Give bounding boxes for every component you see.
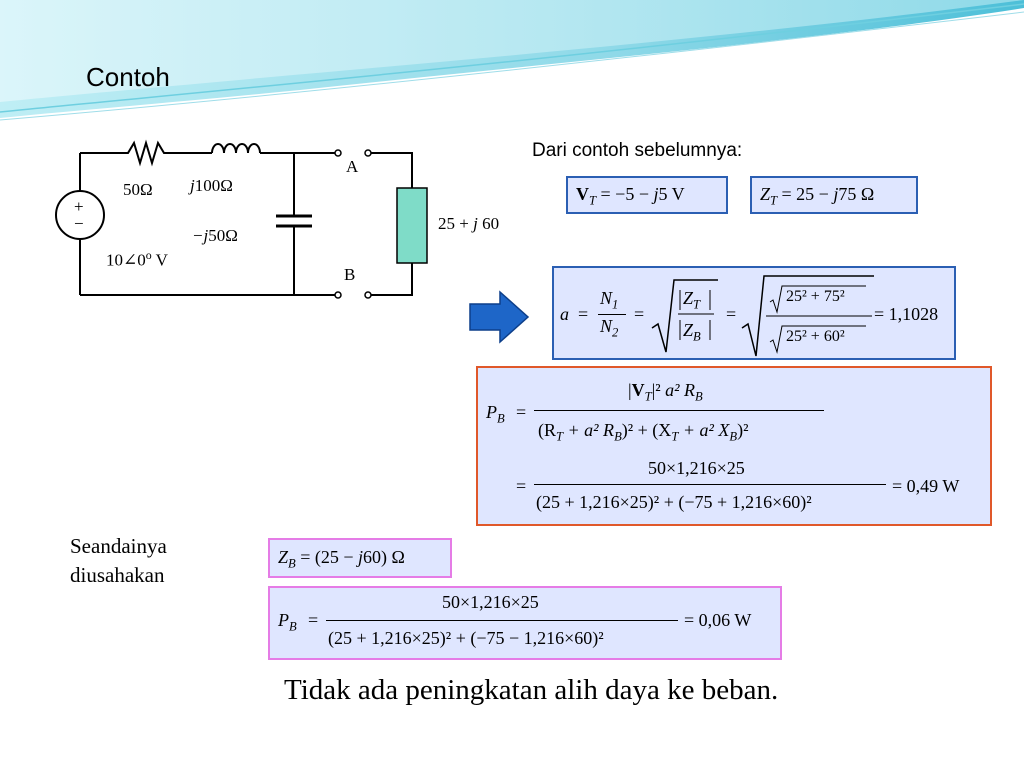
pb-denominator-numeric: (25 + 1,216×25)² + (−75 + 1,216×60)² [536, 492, 812, 512]
right-arrow-icon [469, 290, 530, 344]
n1: N1 [600, 288, 619, 312]
source-minus-sign: − [74, 214, 84, 233]
previous-example-label: Dari contoh sebelumnya: [532, 140, 743, 161]
slide-title: Contoh [86, 62, 170, 92]
zt-box: ZT = 25 − j75 Ω [750, 176, 918, 214]
node-a-label: A [346, 157, 359, 176]
pb-denominator: (RT + a² RB)² + (XT + a² XB)² [538, 420, 749, 444]
source-value-label: 10∠0o V [106, 248, 168, 270]
capacitor-label: −j50Ω [192, 226, 238, 245]
suppose-label: Seandainya diusahakan [70, 534, 167, 587]
pb-symbol: PB [486, 402, 505, 426]
pb-box: PB = 50×1,216×25 (25 + 1,216×25)² + (−75… [268, 586, 782, 660]
pb-box-result: = 0,06 W [684, 610, 752, 630]
zb-term: ZB [683, 320, 701, 344]
zb-box: ZB = (25 − j60) Ω [268, 538, 452, 578]
pb-box-symbol: PB [278, 610, 297, 634]
resistor-label: 50Ω [123, 180, 153, 199]
turns-ratio-box: a = N1 N2 = ZT ZB = 25² + 75² 25² + 60² … [552, 266, 956, 360]
node-b-label: B [344, 265, 356, 284]
pb-numerator-numeric: 50×1,216×25 [648, 458, 745, 478]
header-wave-decoration [0, 0, 1024, 121]
pb-numerator: |VT|² a² RB [628, 380, 703, 404]
zt-term: ZT [683, 288, 701, 312]
power-formula-box: PB = |VT|² a² RB (RT + a² RB)² + (XT + a… [476, 366, 992, 526]
load-impedance-label: 25 + j 60 [438, 214, 500, 233]
n2: N2 [600, 316, 619, 340]
source-plus-sign: + [74, 197, 84, 216]
pb-result: = 0,49 W [892, 476, 960, 496]
vt-box: VT = −5 − j5 V [566, 176, 728, 214]
inductor-label: j100Ω [190, 176, 233, 195]
circuit-diagram [55, 139, 428, 299]
conclusion-text: Tidak ada peningkatan alih daya ke beban… [284, 674, 779, 706]
